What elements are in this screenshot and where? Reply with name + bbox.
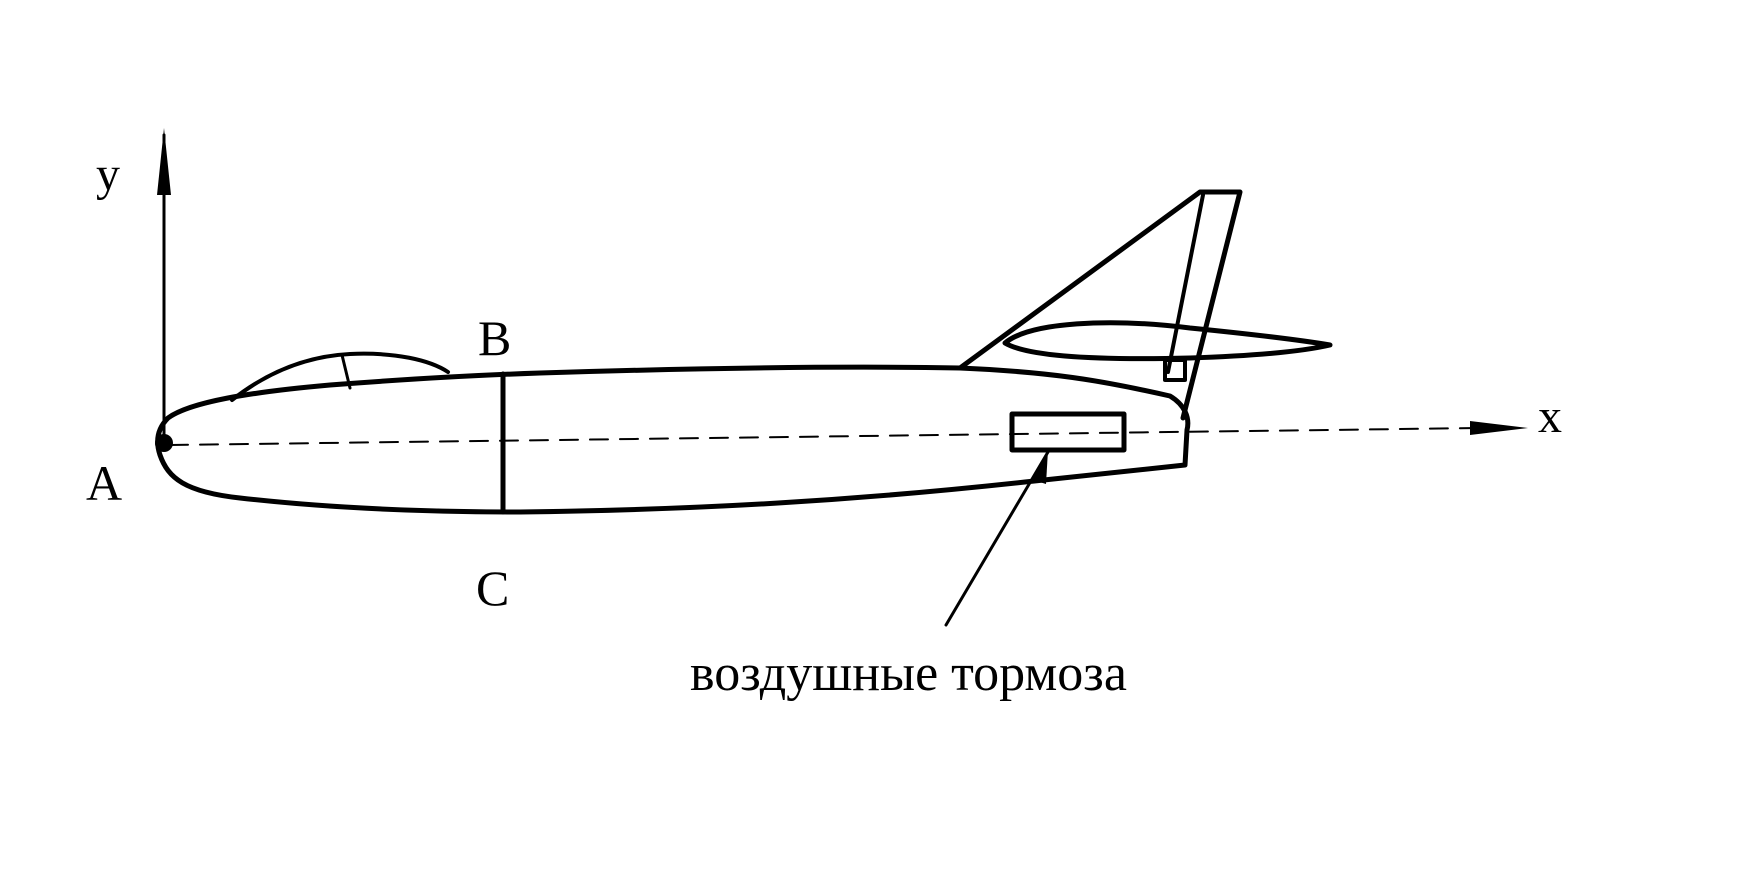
air-brake-panel [1009, 411, 1127, 453]
air-brake-leader [944, 450, 1050, 627]
stabilizer-fairing [1163, 358, 1187, 382]
point-c-label: C [476, 560, 509, 616]
vertical-tail [957, 189, 1243, 421]
tail-fin-outline [957, 189, 1243, 421]
canopy-frame [340, 353, 352, 390]
x-axis-label: x [1538, 390, 1562, 443]
point-b-label: B [478, 310, 511, 366]
horizontal-stabilizer [1002, 320, 1333, 362]
y-axis-label: y [96, 148, 120, 201]
point-a-label: A [86, 455, 122, 511]
canopy-outline [230, 351, 450, 402]
cockpit-canopy [230, 351, 450, 402]
air-brakes-caption: воздушные тормоза [690, 645, 1127, 702]
fuselage-outline [155, 364, 1191, 515]
x-axis-line [169, 427, 1481, 446]
y-axis-arrowhead [157, 128, 171, 195]
nose-point-a [155, 434, 173, 452]
rudder-hinge-line [1166, 193, 1205, 374]
leader-line [944, 450, 1050, 627]
y-axis [157, 128, 171, 442]
x-axis-arrowhead [1470, 421, 1528, 435]
x-axis [169, 421, 1528, 446]
leader-arrowhead [1033, 450, 1048, 484]
